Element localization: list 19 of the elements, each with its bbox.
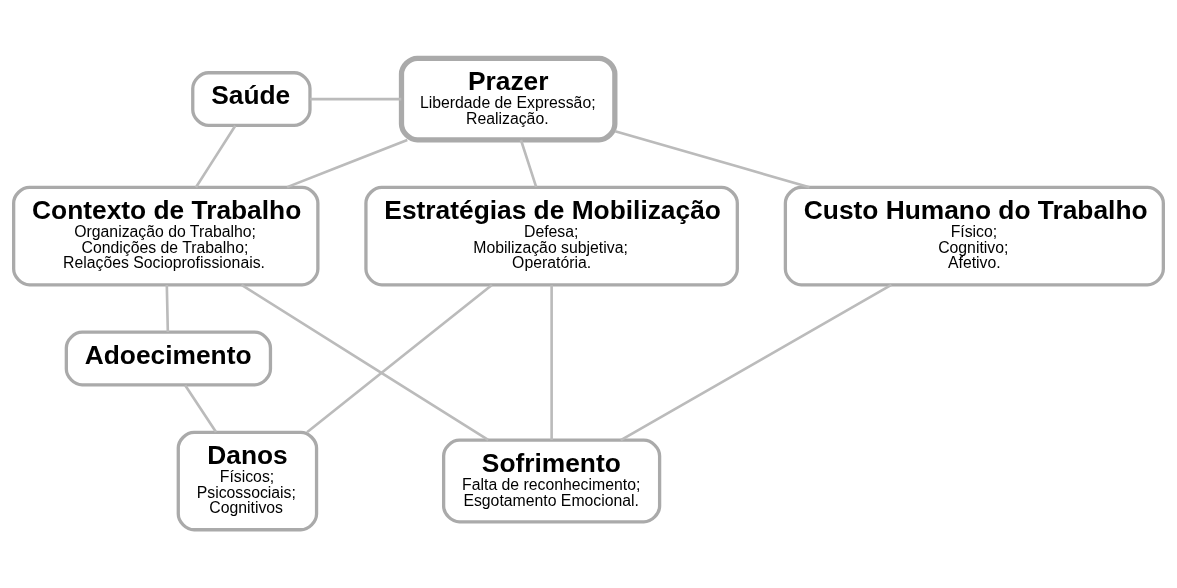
connector	[194, 124, 237, 188]
connector	[620, 283, 892, 442]
connector	[519, 139, 538, 188]
connector	[165, 285, 170, 333]
connector	[306, 283, 493, 434]
connector	[310, 97, 402, 101]
node-box: Danos Físicos; Psicossociais; Cognitivos	[176, 430, 319, 532]
node-box: Prazer Liberdade de Expressão; Realização.	[398, 55, 618, 143]
connector	[286, 138, 408, 189]
node-box: Sofrimento Falta de reconhecimento; Esgotamento Emocional.	[442, 438, 662, 524]
node-box: Custo Humano do Trabalho Físico; Cognitivo; Afetivo.	[783, 185, 1165, 287]
connector	[550, 285, 553, 440]
node-box: Contexto de Trabalho Organização do Trabalho; Condições de Trabalho; Relações Socioprofissionais.	[12, 185, 320, 287]
node-box: Estratégias de Mobilização Defesa; Mobilização subjetiva; Operatória.	[364, 185, 739, 287]
node-box: Saúde	[191, 71, 312, 128]
connector	[240, 283, 489, 441]
connector	[614, 129, 810, 189]
connector	[184, 384, 218, 433]
node-box: Adoecimento	[64, 330, 273, 387]
